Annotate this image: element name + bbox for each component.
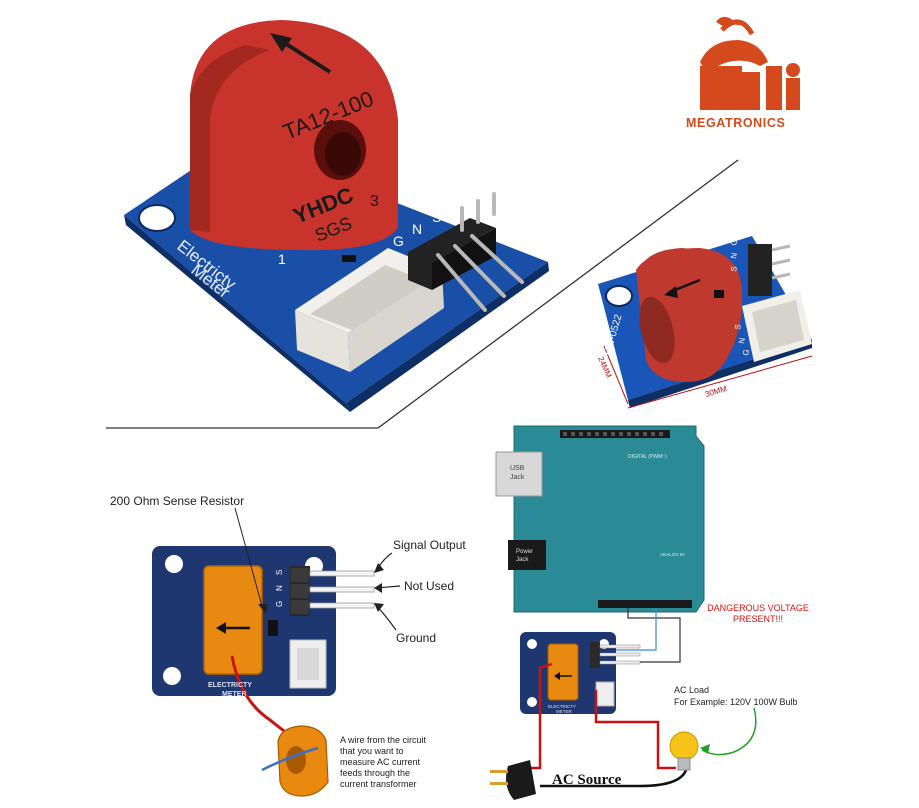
danger-warning: DANGEROUS VOLTAGE PRESENT!!! [698, 603, 818, 625]
power-jack-label-2: Jack [516, 557, 529, 563]
left-wiring-diagram [152, 507, 401, 797]
ac-plug-icon [490, 760, 536, 800]
side-front-label-s: S [733, 324, 743, 331]
diagram-small-ct [261, 725, 329, 797]
ac-load-line-1: AC Load [674, 685, 710, 695]
wire-note-line-4: feeds through the [340, 768, 411, 778]
wire-note-line-2: that you want to [340, 746, 404, 756]
top-pin-label-n: N [412, 221, 422, 237]
arduino-board [513, 425, 705, 613]
top-ct-coil [190, 20, 398, 251]
digital-header-label: DIGITAL (PWM~) [628, 454, 667, 460]
diagram-caption-line1: ELECTRICTY [208, 682, 252, 689]
side-front-label-g: G [741, 349, 751, 357]
divider-line-diagonal [377, 159, 739, 429]
arduino-usb-jack [495, 451, 543, 497]
arduino-power-jack [508, 540, 546, 570]
signal-output-label: Signal Output [393, 538, 466, 552]
diagram-sense-resistor [268, 620, 278, 636]
ct-pin1-text: 1 [278, 251, 286, 267]
ac-load-note: AC Load For Example: 120V 100W Bulb [674, 684, 798, 708]
side-front-label-n: N [737, 337, 747, 344]
side-height-label: 24MM [596, 355, 613, 379]
brand-name: MEGATRONICS [686, 116, 785, 130]
light-bulb-icon [669, 731, 699, 771]
power-jack-label-1: Power [516, 549, 533, 555]
megatronics-logo: MEGATRONICS [686, 16, 800, 130]
danger-line-1: DANGEROUS VOLTAGE [707, 603, 809, 613]
diagram-pin-letter-n: N [275, 585, 284, 591]
top-white-connector [295, 248, 444, 372]
side-pin-label-n: N [729, 252, 739, 259]
diagram-pin-letter-g: G [275, 601, 284, 607]
usb-jack-label-2: Jack [510, 474, 525, 481]
diagram-ct-orange [203, 565, 263, 675]
side-pin-label-s: S [729, 266, 739, 273]
module-caption-line2: METER [556, 709, 573, 714]
diagram-caption-line2: METER [222, 691, 247, 698]
side-module-photo: HW-0522 30MM 24MM S N G S N G [596, 236, 813, 409]
ac-source-label: AC Source [552, 772, 622, 788]
not-used-label: Not Used [404, 579, 455, 593]
wire-note-line-3: measure AC current [340, 757, 421, 767]
wire-note: A wire from the circuit that you want to… [340, 735, 426, 790]
goat-head-icon [700, 40, 768, 76]
usb-jack-label-1: USB [510, 465, 525, 472]
top-pin-label-s: S [432, 209, 441, 225]
ac-load-line-2: For Example: 120V 100W Bulb [674, 697, 798, 707]
wire-note-line-1: A wire from the circuit [340, 735, 427, 745]
wire-note-line-5: current transformer [340, 779, 417, 789]
resistor-label: 200 Ohm Sense Resistor [110, 494, 245, 508]
top-sense-resistor [342, 255, 356, 262]
diagram-pin-letter-s: S [275, 570, 284, 575]
module-caption-line1: ELECTRICTY [548, 704, 576, 709]
top-pin-label-g: G [393, 233, 404, 249]
right-wiring-diagram [490, 425, 757, 800]
side-pin-label-g: G [729, 239, 739, 247]
ct-pin3-text: 3 [370, 193, 379, 210]
ground-label: Ground [396, 631, 437, 645]
danger-line-2: PRESENT!!! [732, 614, 783, 624]
analog-header-label: ANALOG IN [660, 552, 685, 557]
side-width-label: 30MM [704, 384, 728, 399]
load-pointer-arrow [701, 707, 757, 756]
